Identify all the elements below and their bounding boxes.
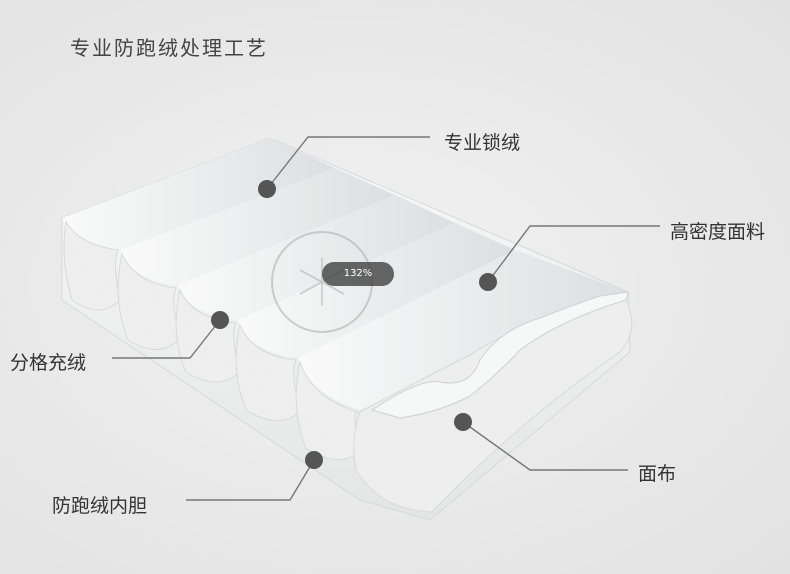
marker-liner [305,451,323,469]
marker-lock [258,180,276,198]
label-downproof-liner: 防跑绒内胆 [52,491,147,518]
marker-face [454,413,472,431]
label-lock-down: 专业锁绒 [444,128,520,155]
page-title: 专业防跑绒处理工艺 [70,32,268,61]
zoom-level-badge: 132% [322,262,394,286]
marker-fabric [479,273,497,291]
marker-grid [211,311,229,329]
label-high-density-fabric: 高密度面料 [670,217,765,244]
label-grid-fill: 分格充绒 [10,348,86,375]
label-outer-fabric: 面布 [638,459,676,486]
leader-liner [186,460,314,500]
